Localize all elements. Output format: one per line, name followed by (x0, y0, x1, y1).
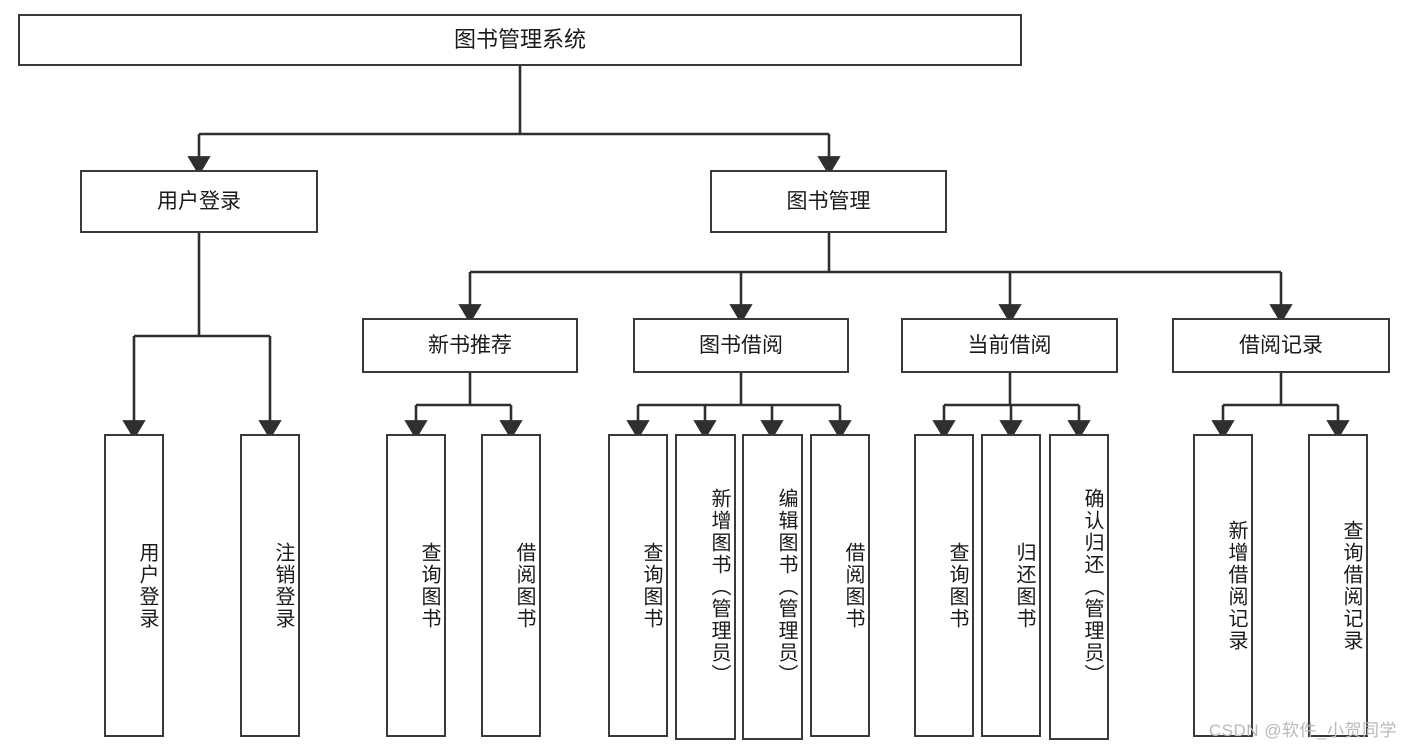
node-label: 查询图书 (946, 541, 968, 630)
node-label: 当前借阅 (967, 333, 1052, 357)
node-label: 归还图书 (1013, 541, 1035, 630)
node-label: 注销登录 (272, 541, 294, 630)
node-leaf-br-add[interactable]: 新增借阅记录 (1193, 434, 1253, 737)
node-label: 查询图书 (418, 541, 440, 630)
node-leaf-nbr-borrow[interactable]: 借阅图书 (481, 434, 541, 737)
node-label: 确认归还（管理员） (1081, 488, 1103, 686)
node-leaf-bb-query[interactable]: 查询图书 (608, 434, 668, 737)
node-label: 借阅记录 (1239, 333, 1323, 357)
node-leaf-user-logout[interactable]: 注销登录 (240, 434, 300, 737)
node-label: 用户登录 (136, 541, 158, 630)
node-leaf-user-login[interactable]: 用户登录 (104, 434, 164, 737)
node-book-manage[interactable]: 图书管理 (710, 170, 947, 233)
node-leaf-nbr-query[interactable]: 查询图书 (386, 434, 446, 737)
node-label: 编辑图书（管理员） (775, 488, 797, 686)
node-root[interactable]: 图书管理系统 (18, 14, 1022, 66)
node-leaf-bb-edit[interactable]: 编辑图书（管理员） (742, 434, 803, 740)
node-label: 新书推荐 (428, 333, 512, 357)
node-label: 新增借阅记录 (1225, 519, 1247, 652)
node-label: 用户登录 (157, 189, 241, 213)
node-new-book-rec[interactable]: 新书推荐 (362, 318, 578, 373)
node-leaf-cb-return[interactable]: 归还图书 (981, 434, 1041, 737)
node-leaf-bb-borrow[interactable]: 借阅图书 (810, 434, 870, 737)
node-label: 图书管理 (786, 189, 871, 213)
node-label: 查询借阅记录 (1340, 519, 1362, 652)
node-leaf-br-query[interactable]: 查询借阅记录 (1308, 434, 1368, 737)
node-leaf-cb-query[interactable]: 查询图书 (914, 434, 974, 737)
node-label: 图书管理系统 (453, 26, 586, 52)
node-book-borrow[interactable]: 图书借阅 (633, 318, 849, 373)
node-label: 图书借阅 (699, 333, 783, 357)
node-label: 新增图书（管理员） (708, 488, 730, 686)
node-leaf-cb-confirm[interactable]: 确认归还（管理员） (1049, 434, 1109, 740)
node-label: 查询图书 (640, 541, 662, 630)
node-leaf-bb-add[interactable]: 新增图书（管理员） (675, 434, 736, 740)
csdn-watermark: CSDN @软件_小贺同学 (1208, 721, 1397, 740)
node-borrow-record[interactable]: 借阅记录 (1172, 318, 1390, 373)
node-label: 借阅图书 (842, 541, 864, 630)
node-current-borrow[interactable]: 当前借阅 (901, 318, 1118, 373)
node-label: 借阅图书 (513, 541, 535, 630)
node-user-login[interactable]: 用户登录 (80, 170, 318, 233)
